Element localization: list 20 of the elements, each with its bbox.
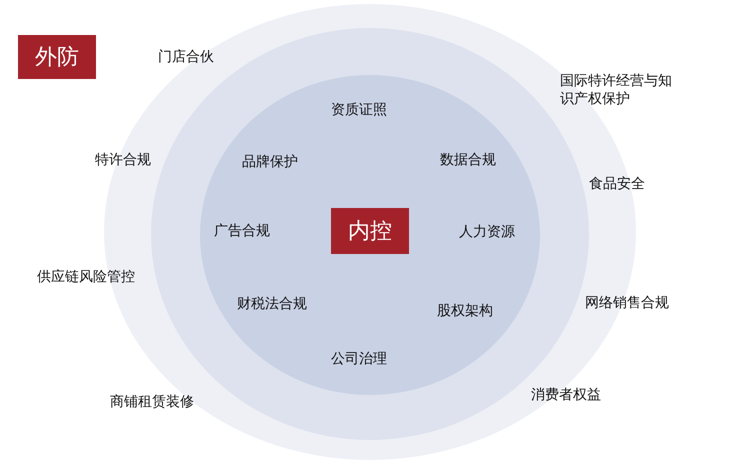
category-label: 人力资源 — [459, 223, 515, 241]
category-label: 国际特许经营与知识产权保护 — [560, 72, 672, 108]
category-label: 供应链风险管控 — [37, 268, 135, 286]
category-label: 公司治理 — [331, 350, 387, 368]
category-label: 品牌保护 — [242, 153, 298, 171]
heading-box — [18, 35, 96, 79]
category-label: 资质证照 — [331, 101, 387, 119]
category-label: 消费者权益 — [531, 386, 601, 404]
heading-box — [331, 208, 409, 254]
category-label: 门店合伙 — [158, 48, 214, 66]
heading-text: 内控 — [348, 218, 392, 246]
category-label: 数据合规 — [440, 151, 496, 169]
category-label: 食品安全 — [589, 175, 645, 193]
category-label: 特许合规 — [95, 151, 151, 169]
category-label: 商铺租赁装修 — [110, 393, 194, 411]
category-label: 广告合规 — [214, 222, 270, 240]
heading-text: 外防 — [35, 44, 79, 72]
category-label: 股权架构 — [437, 302, 493, 320]
category-label: 网络销售合规 — [585, 294, 669, 312]
category-label: 财税法合规 — [237, 295, 307, 313]
